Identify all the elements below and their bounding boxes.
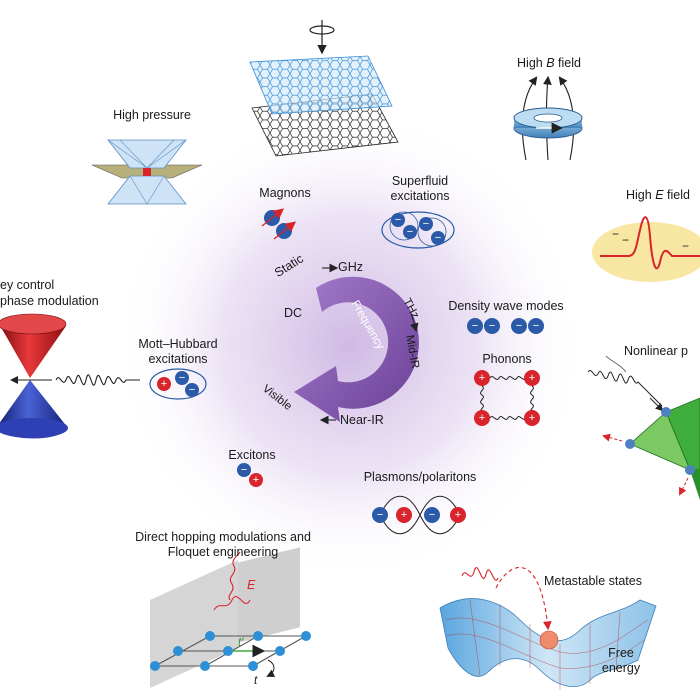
plus-sign: + [252,474,260,486]
label-mott-line2: excitations [148,352,208,366]
plus-sign: + [478,412,486,424]
minus-sign: − [488,320,496,332]
minus-sign: − [471,320,479,332]
label-high-e-field: High E field [626,188,690,203]
svg-text:−: − [612,227,619,241]
minus-sign: − [515,320,523,332]
nonlinear-phonon-icon [587,355,700,500]
label-floquet-e: E [247,578,256,592]
superfluid-pairs-icon [381,211,455,249]
label-nonlinear: Nonlinear p [624,344,688,358]
label-floquet-line1: Direct hopping modulations and [135,530,311,544]
label-high-b-field: High B field [494,56,604,71]
label-excitons: Excitons [228,448,276,462]
minus-sign: − [532,320,540,332]
label-key-control-line2: phase modulation [0,294,99,308]
label-superfluid-line1: Superfluid [391,174,449,188]
density-wave-icon [467,318,544,334]
magnetic-ring-icon [513,75,583,161]
label-magnons: Magnons [259,186,311,200]
label-superfluid-line2: excitations [390,189,450,203]
plasmon-polariton-icon [372,495,466,535]
minus-sign: − [434,232,442,244]
twisted-bilayer-graphene-icon [249,20,399,157]
label-variable: B [546,56,555,70]
energy-landscape-icon [439,566,657,690]
label-phonons: Phonons [482,352,532,366]
minus-sign: − [394,214,402,226]
svg-text:−: − [622,233,629,247]
label-free-energy-line2: energy [601,661,641,675]
floquet-lattice-icon [150,547,311,688]
label-key-control-line1: ey control [0,278,55,292]
wheel-ghz: GHz [338,260,363,274]
label-text: High [517,56,547,70]
plus-sign: + [454,509,462,521]
minus-sign: − [376,509,384,521]
wheel-dc: DC [284,306,303,320]
label-variable: E [655,188,664,202]
label-density-wave: Density wave modes [448,299,564,313]
label-text: field [554,56,581,70]
magnon-spins-icon [261,208,297,240]
minus-sign: − [240,464,248,476]
minus-sign: − [428,509,436,521]
label-text: field [663,188,690,202]
frequency-arc [294,276,419,422]
exciton-icon [237,463,263,487]
label-high-pressure: High pressure [113,108,191,122]
label-mott-line1: Mott–Hubbard [138,337,218,351]
label-text: High [626,188,656,202]
plus-sign: + [400,509,408,521]
svg-text:−: − [682,239,689,253]
plus-sign: + [528,372,536,384]
wheel-near-ir: Near-IR [340,413,384,427]
label-floquet-tprime: t′ [238,637,244,649]
minus-sign: − [422,218,430,230]
label-floquet-line2: Floquet engineering [167,545,279,559]
diamond-anvil-icon [91,139,203,205]
label-plasmons: Plasmons/polaritons [363,470,477,484]
electric-pulse-icon: − − − [592,216,700,282]
minus-sign: − [188,384,196,396]
dirac-cones-icon [0,313,140,439]
minus-sign: − [406,226,414,238]
plus-sign: + [160,378,168,390]
plus-sign: + [528,412,536,424]
phonon-lattice-icon [474,370,540,426]
mott-hubbard-icon [149,368,207,400]
label-free-energy-line1: Free [608,646,634,660]
central-glow [115,110,585,580]
label-metastable: Metastable states [544,574,642,588]
label-floquet-t: t [254,675,258,687]
minus-sign: − [178,372,186,384]
plus-sign: + [478,372,486,384]
